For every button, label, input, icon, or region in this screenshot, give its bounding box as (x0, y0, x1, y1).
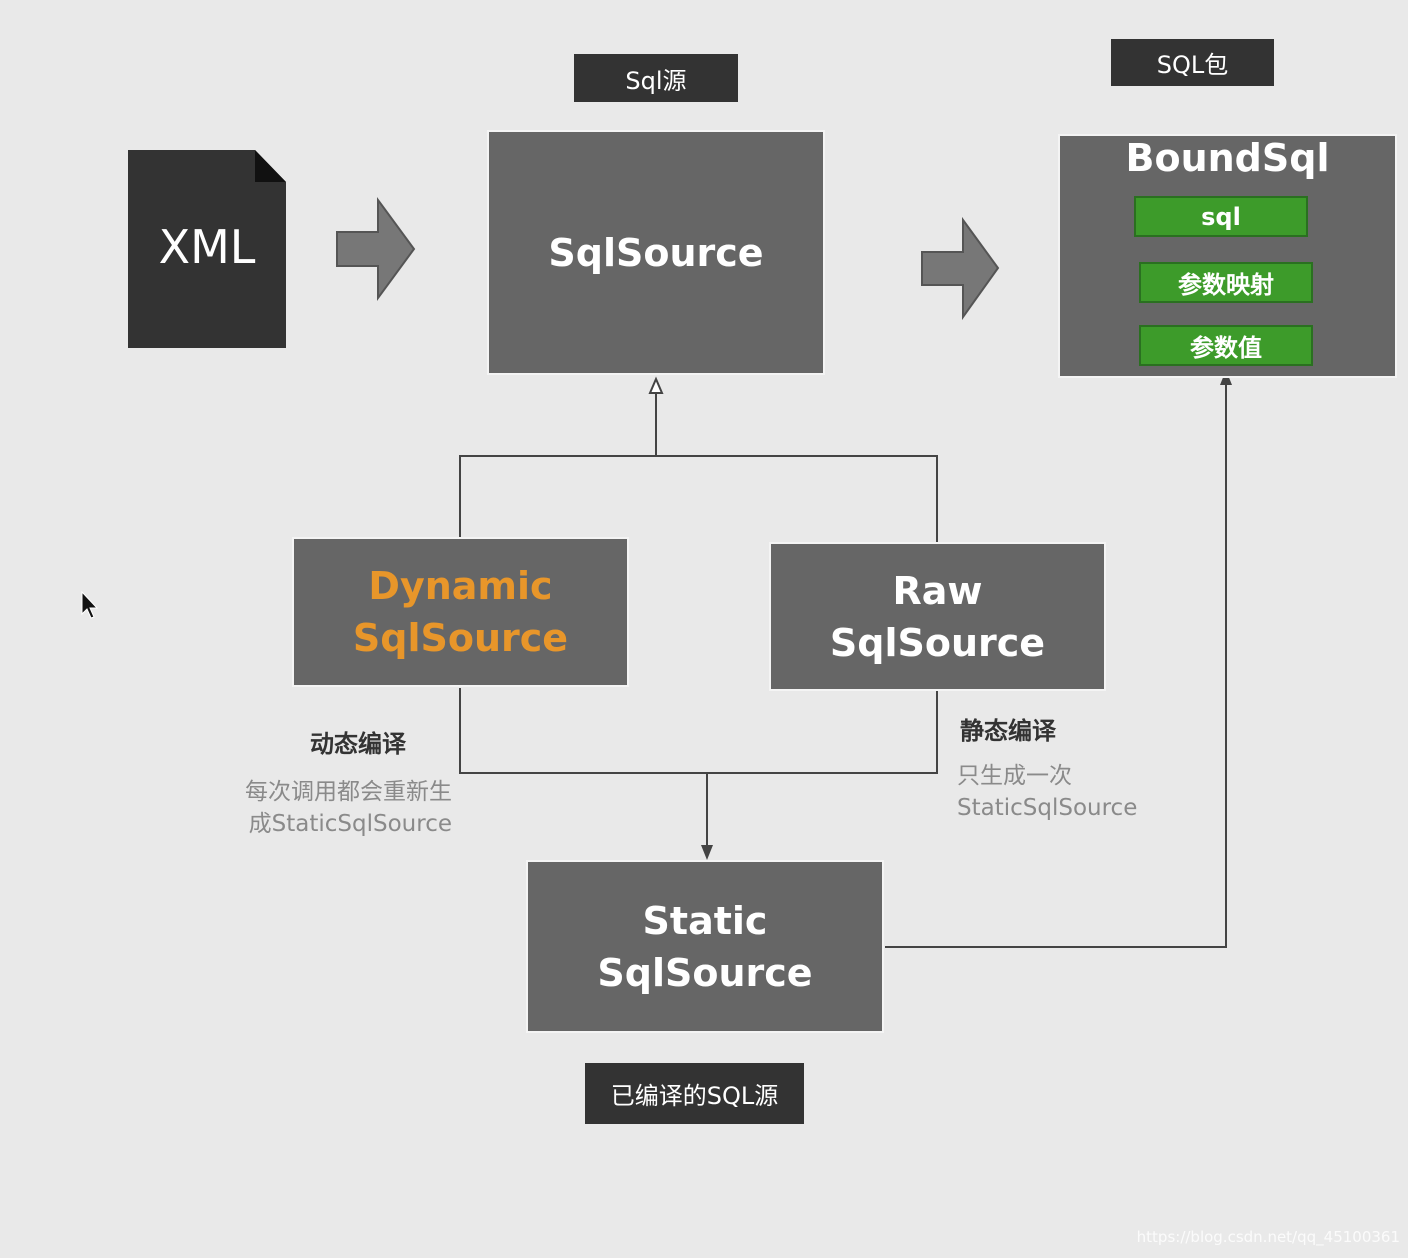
sqlsource-label: SqlSource (548, 230, 764, 275)
arrow-sqlsource-to-boundsql (921, 216, 1000, 321)
raw-note-line1: 只生成一次 (957, 763, 1072, 789)
field-param-mapping: 参数映射 (1139, 262, 1313, 303)
xml-label: XML (158, 220, 256, 274)
raw-note-line2: StaticSqlSource (957, 795, 1138, 821)
line-dynamic-to-static (459, 688, 938, 774)
raw-note: 只生成一次 StaticSqlSource (957, 760, 1137, 824)
boundsql-tag: SQL包 (1111, 39, 1274, 86)
inherit-arrowhead (648, 376, 664, 394)
sqlsource-tag: Sql源 (574, 54, 738, 102)
dynamic-note-title: 动态编译 (310, 730, 406, 758)
line-raw-inherit (655, 392, 938, 543)
dynamic-note-line1: 每次调用都会重新生 (245, 779, 452, 805)
raw-line1: Raw (892, 568, 983, 613)
boundsql-title: BoundSql (1125, 136, 1330, 180)
field-sql: sql (1134, 196, 1308, 237)
dynamic-note: 每次调用都会重新生 成StaticSqlSource (200, 776, 452, 840)
static-sqlsource-box: Static SqlSource (526, 860, 884, 1033)
arrow-xml-to-sqlsource (336, 196, 416, 302)
cursor-icon (81, 590, 99, 619)
raw-line2: SqlSource (829, 620, 1046, 665)
static-line2: SqlSource (597, 950, 813, 995)
line-dynamic-inherit (459, 455, 656, 538)
raw-sqlsource-box: Raw SqlSource (769, 542, 1106, 691)
sqlsource-box: SqlSource (487, 130, 825, 375)
dynamic-line2: SqlSource (352, 616, 569, 660)
line-static-to-boundsql (885, 382, 1227, 948)
dynamic-sqlsource-box: Dynamic SqlSource (292, 537, 629, 687)
static-tag: 已编译的SQL源 (585, 1063, 804, 1124)
watermark: https://blog.csdn.net/qq_45100361 (1136, 1228, 1400, 1246)
dynamic-note-line2: 成StaticSqlSource (248, 811, 452, 837)
static-line1: Static (642, 898, 768, 943)
static-arrowhead (701, 845, 713, 860)
raw-note-title: 静态编译 (960, 717, 1056, 745)
dynamic-line1: Dynamic (368, 564, 553, 608)
field-param-values: 参数值 (1139, 325, 1313, 366)
